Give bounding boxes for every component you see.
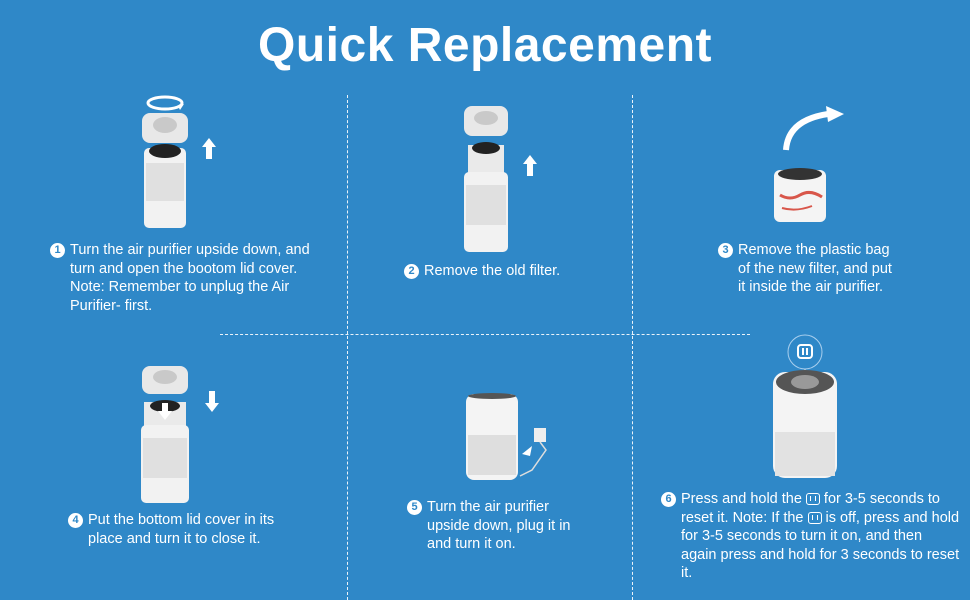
step-3-text: Remove the plastic bag of the new filter… [738, 242, 892, 295]
step-3-number: 3 [718, 243, 733, 258]
filter-reset-icon [807, 511, 822, 524]
step-3: 3 Remove the plastic bag of the new filt… [718, 241, 898, 297]
step-5: 5 Turn the air purifier upside down, plu… [407, 498, 582, 554]
step-2: 2 Remove the old filter. [404, 262, 604, 281]
step-1-number: 1 [50, 243, 65, 258]
purifier-lid-close-icon [141, 366, 219, 503]
step-2-number: 2 [404, 264, 419, 279]
step-6-number: 6 [661, 492, 676, 507]
divider-horizontal [220, 334, 750, 335]
step-4-number: 4 [68, 513, 83, 528]
divider-vertical-1 [347, 95, 348, 600]
divider-vertical-2 [632, 95, 633, 600]
filter-in-plastic-bag-icon [774, 106, 844, 222]
purifier-top-button-icon [773, 334, 837, 478]
purifier-lid-open-rotate-icon [142, 95, 216, 228]
step-2-text: Remove the old filter. [424, 263, 561, 279]
step-1-text: Turn the air purifier upside down, and t… [70, 242, 310, 314]
page-title: Quick Replacement [258, 19, 712, 72]
filter-reset-icon [805, 493, 820, 505]
step-1: 1 Turn the air purifier upside down, and… [50, 241, 310, 315]
purifier-plugged-in-icon [466, 393, 547, 480]
step-4-text: Put the bottom lid cover in its place an… [88, 512, 275, 547]
step-5-text: Turn the air purifier upside down, plug … [427, 499, 571, 552]
step-4: 4 Put the bottom lid cover in its place … [68, 511, 278, 548]
step-5-number: 5 [407, 500, 422, 515]
purifier-filter-removal-icon [464, 106, 537, 252]
